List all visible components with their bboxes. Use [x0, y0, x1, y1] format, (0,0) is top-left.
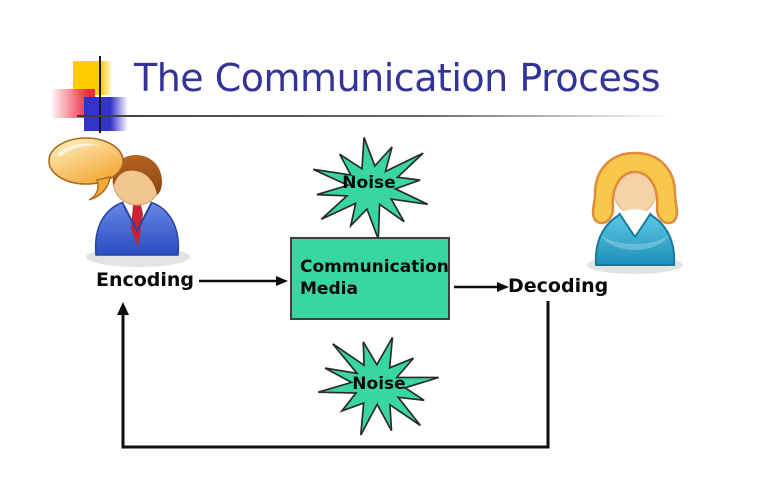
encoding-arrow — [199, 276, 288, 286]
page-title: The Communication Process — [134, 56, 661, 100]
woman-hair — [591, 151, 679, 225]
noise-top-label: Noise — [342, 173, 396, 193]
noise-burst-bottom — [317, 337, 440, 436]
decoding-label: Decoding — [508, 275, 609, 297]
decoding-arrow — [454, 282, 509, 292]
communication-media-label: Communication Media — [300, 256, 449, 299]
encoding-label: Encoding — [95, 269, 195, 291]
title-underline — [77, 115, 669, 117]
communication-media-box: Communication Media — [290, 237, 450, 320]
lapels — [121, 201, 153, 232]
tie — [131, 205, 143, 247]
speech-bubble-icon — [48, 137, 124, 201]
feedback-loop-arrow — [117, 301, 550, 449]
vneck-edges — [618, 212, 652, 238]
vneck-shirt — [619, 209, 651, 237]
decor-blue-square — [84, 97, 128, 131]
noise-bottom-label: Noise — [352, 374, 406, 394]
sender-man-figure — [48, 137, 190, 267]
receiver-woman-figure — [587, 151, 683, 274]
man-hair — [112, 155, 162, 195]
blouse-gloss — [601, 235, 669, 250]
decor-vertical-line — [99, 56, 101, 133]
